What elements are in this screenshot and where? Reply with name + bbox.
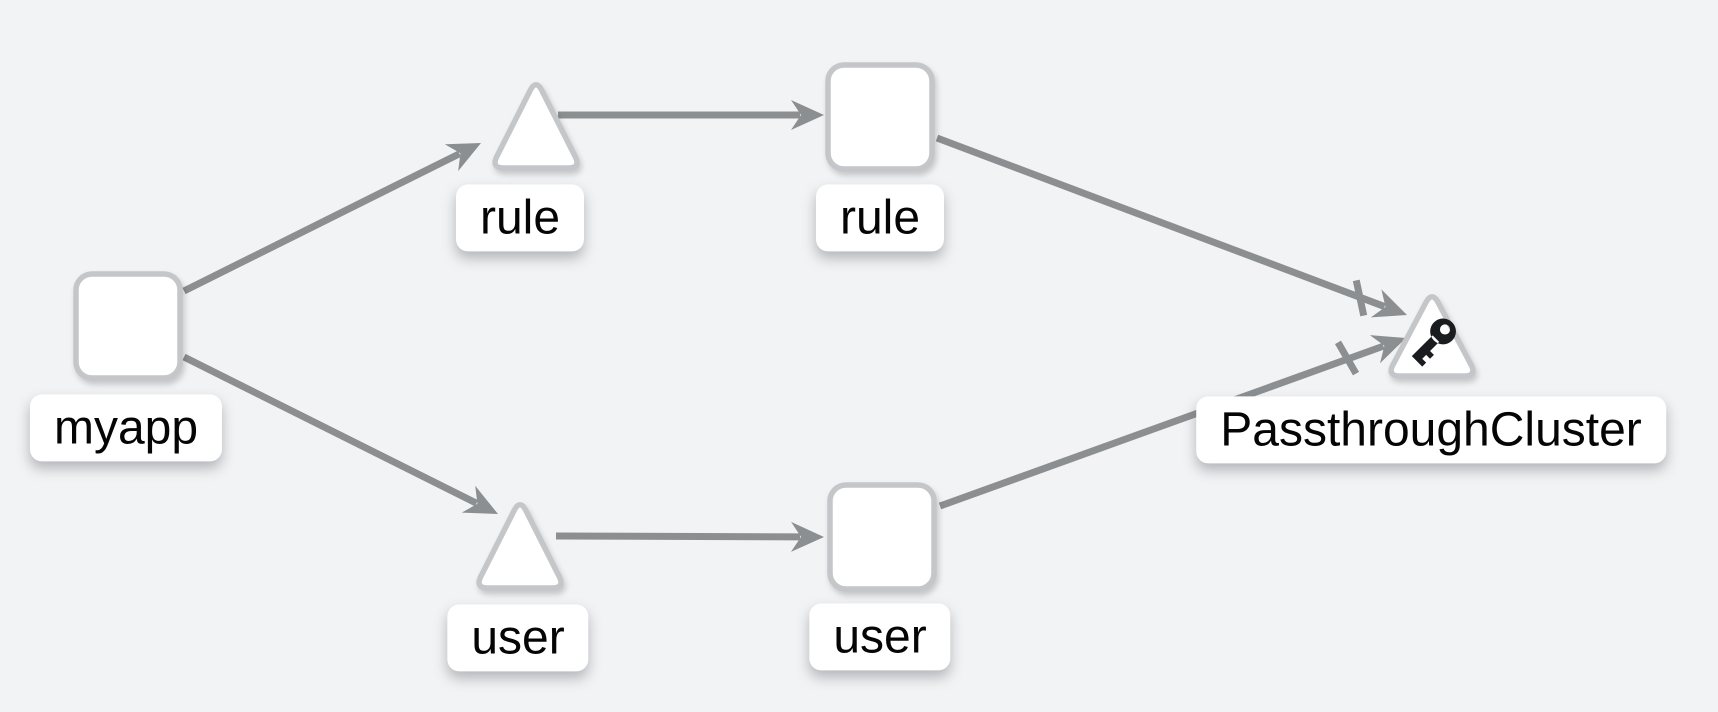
node-label-myapp[interactable]: myapp bbox=[29, 394, 223, 462]
edge-user-triangle-to-user-square[interactable] bbox=[555, 521, 824, 552]
node-label-user-square[interactable]: user bbox=[809, 603, 951, 671]
node-label-passthrough-cluster[interactable]: PassthroughCluster bbox=[1196, 396, 1666, 464]
edge-tick-icon bbox=[1334, 340, 1360, 376]
node-rule-square[interactable] bbox=[825, 62, 935, 172]
edge-user-square-to-passthrough[interactable] bbox=[938, 324, 1411, 510]
edge-line bbox=[182, 353, 479, 507]
passthrough-cluster-shape[interactable] bbox=[1388, 294, 1476, 379]
node-passthrough-cluster[interactable] bbox=[1388, 294, 1476, 379]
node-rule-triangle[interactable] bbox=[492, 82, 580, 171]
arrowhead-icon bbox=[1370, 289, 1407, 318]
rule-square-shape[interactable] bbox=[825, 62, 935, 172]
myapp-shape[interactable] bbox=[73, 271, 183, 381]
rule-triangle-shape[interactable] bbox=[492, 82, 580, 171]
user-triangle-shape[interactable] bbox=[476, 502, 564, 591]
edge-line bbox=[555, 532, 801, 541]
arrowhead-icon bbox=[791, 100, 824, 130]
edge-tick-icon bbox=[1352, 279, 1368, 317]
edge-myapp-to-rule-triangle[interactable] bbox=[182, 130, 488, 295]
arrowhead-icon bbox=[461, 485, 498, 514]
edge-line bbox=[182, 150, 462, 295]
arrowhead-icon bbox=[444, 143, 481, 172]
node-label-rule-triangle[interactable]: rule bbox=[455, 184, 585, 252]
node-user-triangle[interactable] bbox=[476, 502, 564, 591]
edge-myapp-to-user-triangle[interactable] bbox=[182, 353, 505, 527]
key-icon bbox=[1411, 318, 1456, 367]
user-square-shape[interactable] bbox=[827, 482, 937, 592]
node-user-square[interactable] bbox=[827, 482, 937, 592]
node-myapp[interactable] bbox=[73, 271, 183, 381]
arrowhead-icon bbox=[790, 521, 824, 552]
arrowhead-icon bbox=[1369, 335, 1406, 364]
edge-line bbox=[935, 134, 1386, 310]
node-label-user-triangle[interactable]: user bbox=[447, 604, 589, 672]
node-label-rule-square[interactable]: rule bbox=[815, 184, 945, 252]
edge-rule-triangle-to-rule-square[interactable] bbox=[558, 100, 824, 130]
edge-line bbox=[938, 342, 1385, 510]
edge-rule-square-to-passthrough[interactable] bbox=[935, 134, 1412, 329]
